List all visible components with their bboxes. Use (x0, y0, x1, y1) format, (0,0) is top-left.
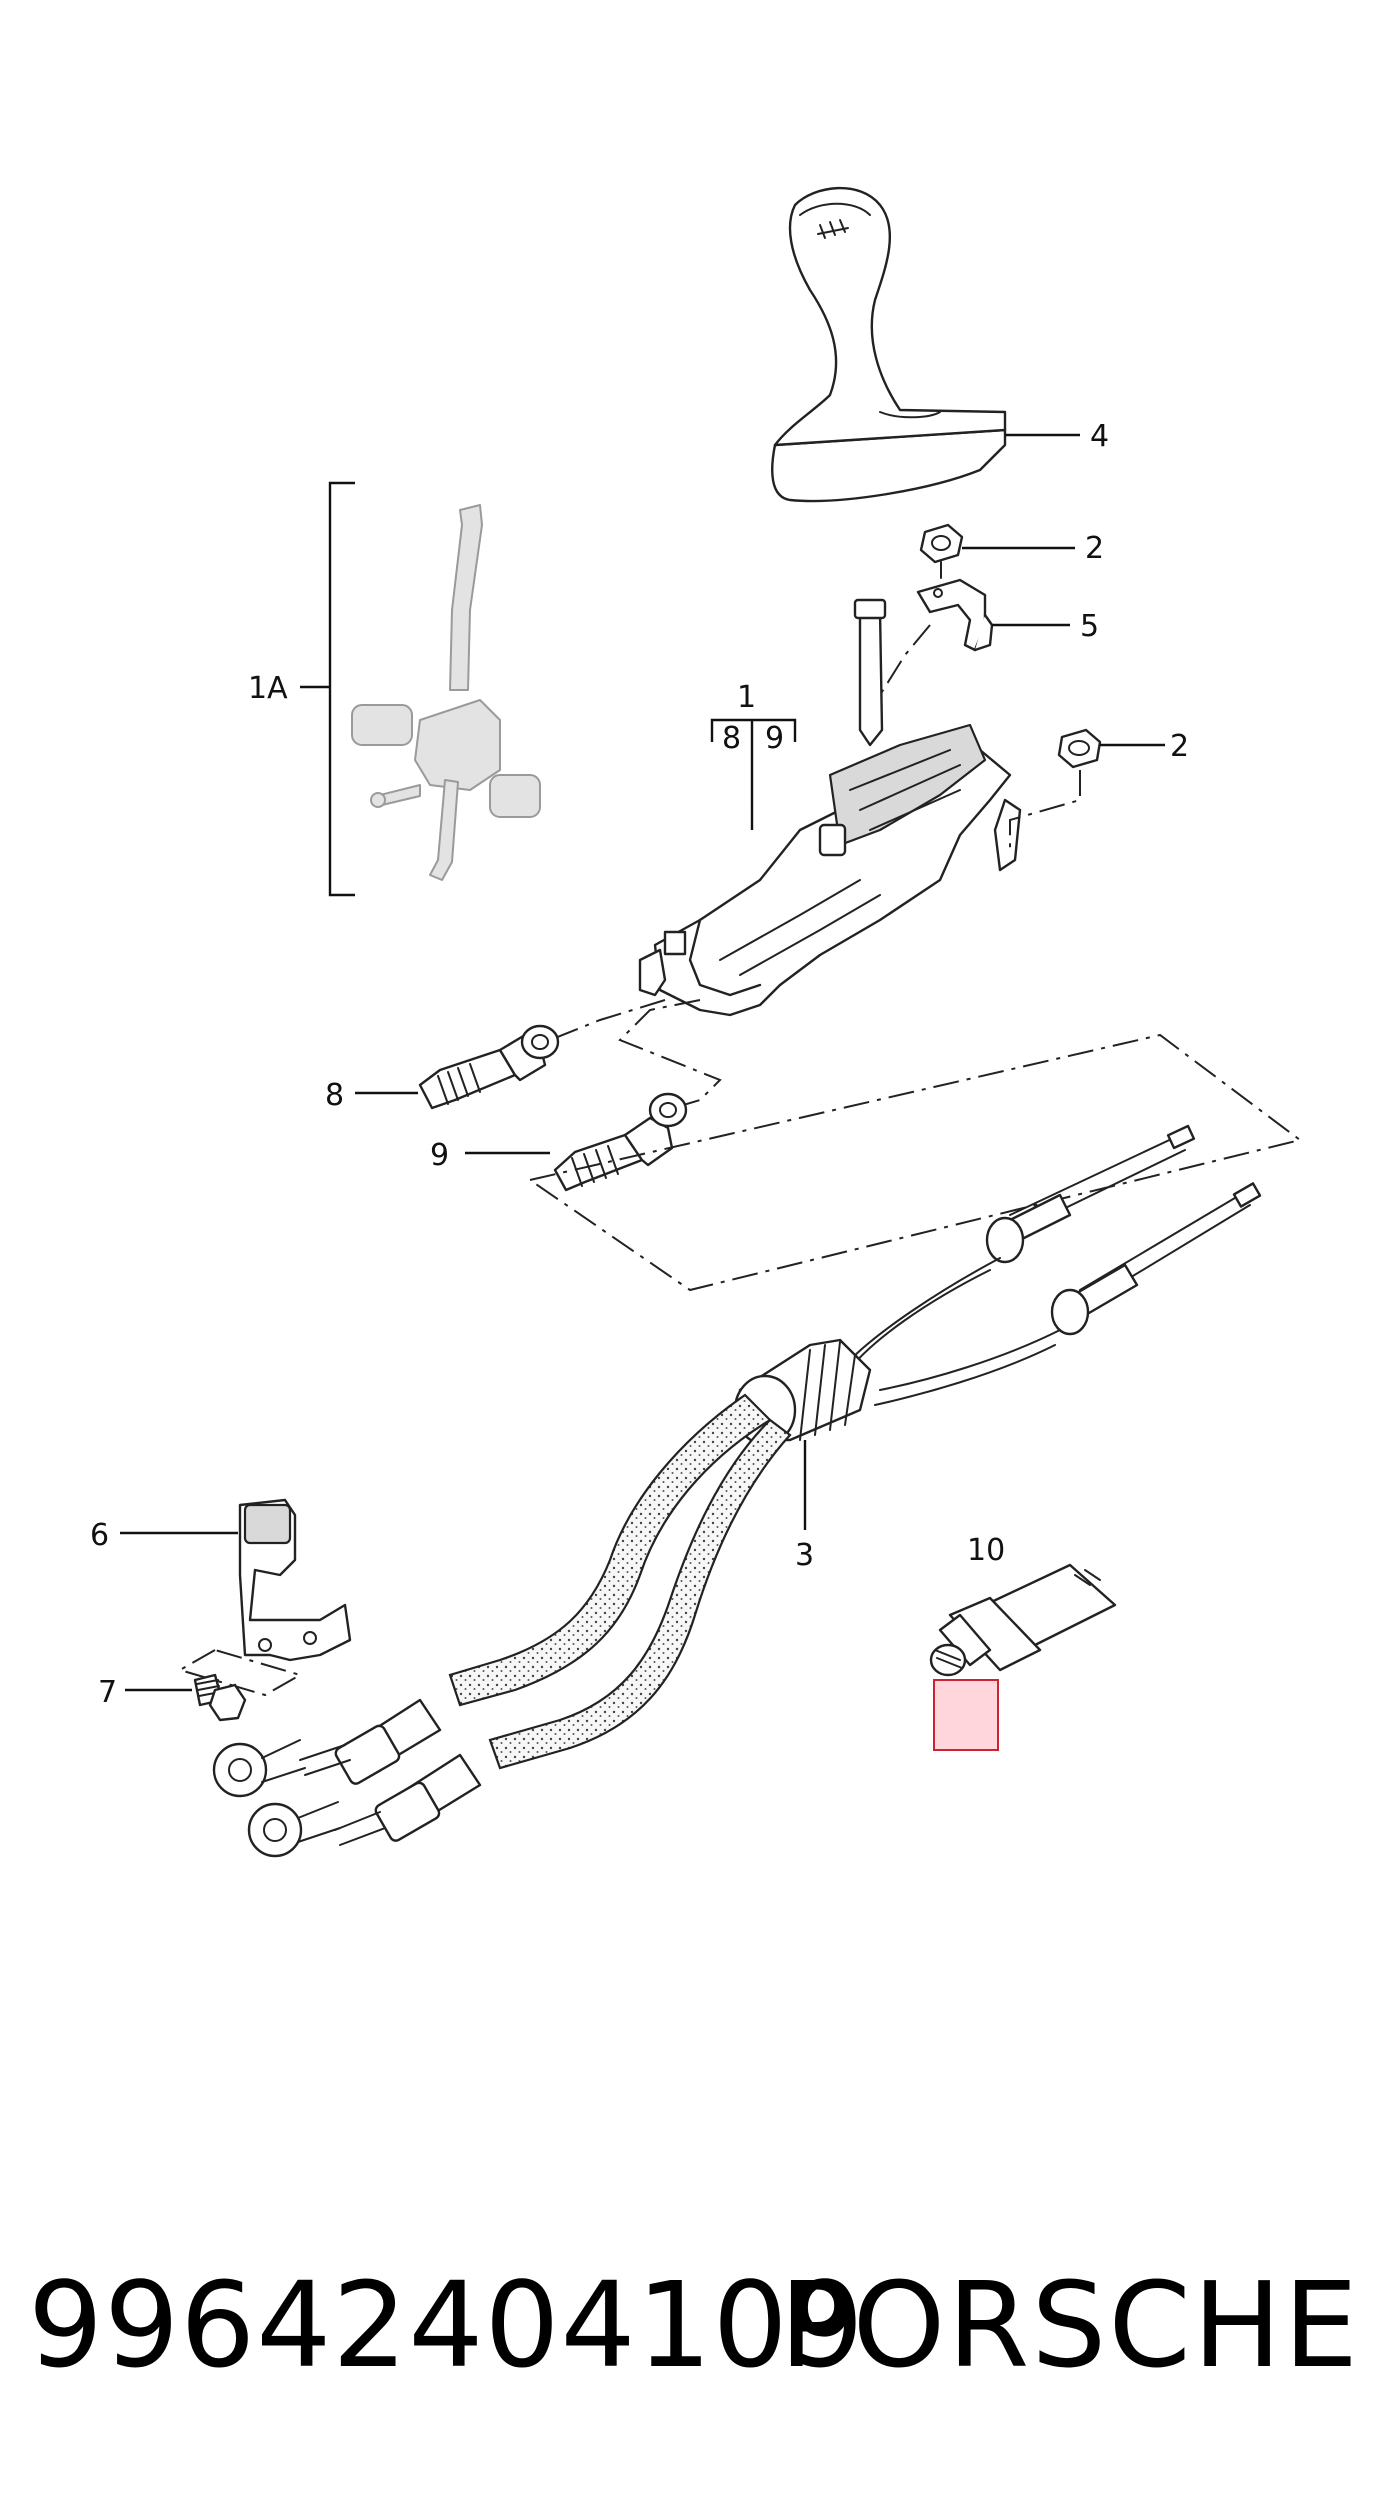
callout-9-top: 9 (765, 721, 784, 756)
callout-3: 3 (795, 1538, 814, 1573)
dashline-clip (879, 624, 931, 696)
dashline-nut-right (1009, 770, 1081, 850)
nut-top: 2 (919, 523, 1104, 579)
footer: 99642404109 PORSCHE (0, 2255, 1378, 2395)
shift-knob (771, 186, 1007, 503)
dashline-socket-9 (618, 999, 722, 1116)
highlight-box (933, 1679, 999, 1751)
callout-8-socket: 8 (325, 1078, 344, 1113)
brand-name: PORSCHE (779, 2256, 1360, 2394)
bolt-7: 7 (98, 1673, 247, 1722)
dashline-socket-8 (549, 999, 666, 1041)
nut-right: 2 (1057, 728, 1189, 769)
dashline-cable-box (527, 1033, 1303, 1292)
callout-8-top: 8 (722, 721, 741, 756)
bracket-1a: 1A (248, 481, 355, 897)
part-number: 99642404109 (28, 2256, 865, 2394)
callout-2-top: 2 (1085, 531, 1104, 566)
callout-1: 1 (737, 680, 756, 715)
callout-4: 4 (1090, 419, 1109, 454)
callout-5: 5 (1080, 609, 1099, 644)
callout-1a: 1A (248, 671, 288, 706)
callout-6: 6 (90, 1518, 109, 1553)
callout-group-1: 1 8 9 (710, 680, 797, 830)
shifter-housing (638, 598, 1022, 1017)
callout-2-right: 2 (1170, 729, 1189, 764)
callout-9-socket: 9 (430, 1138, 449, 1173)
callout-10: 10 (967, 1533, 1005, 1568)
grease-tube-10: 10 (929, 1533, 1117, 1751)
cable-socket-8: 8 (325, 1024, 560, 1113)
cable-socket-9: 9 (430, 1092, 688, 1192)
shifter-assembly-1a (351, 504, 541, 881)
shift-cables: 3 (212, 1124, 1262, 1858)
callout-7: 7 (98, 1675, 117, 1710)
cable-bracket-6: 6 (90, 1498, 352, 1697)
leader-4: 4 (1005, 419, 1109, 454)
clip-bracket: 5 (916, 578, 1099, 652)
